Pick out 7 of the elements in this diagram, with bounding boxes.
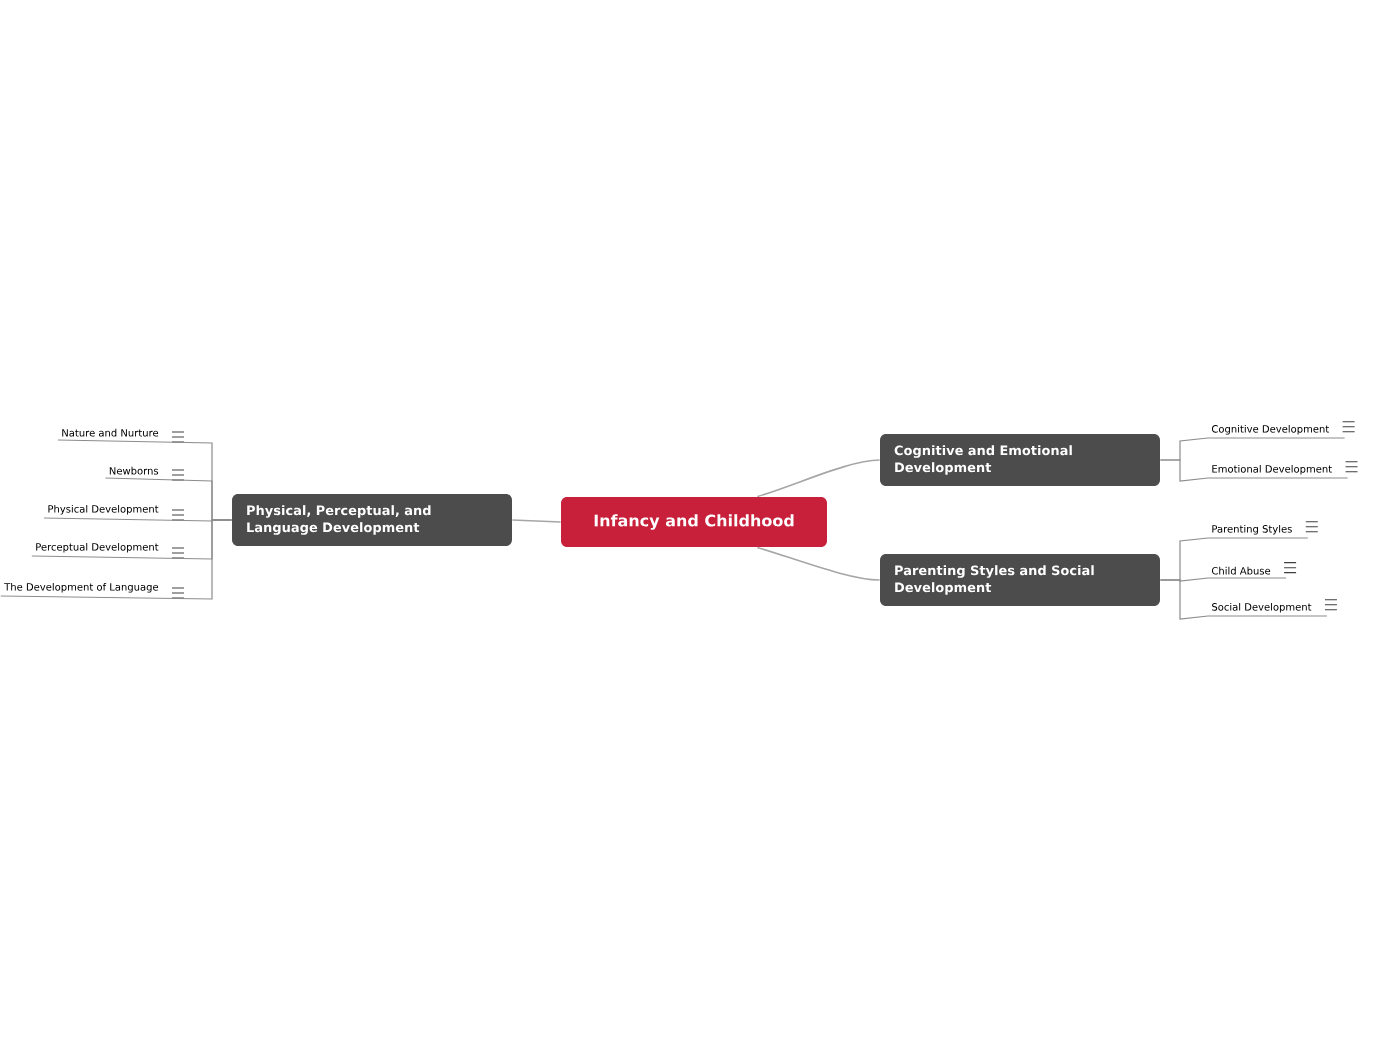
connector-line	[1159, 579, 1328, 620]
central-topic-box: Infancy and Childhood	[561, 497, 827, 547]
connector-line	[0, 519, 233, 600]
connector-line	[1159, 459, 1349, 482]
connector-line	[756, 546, 881, 581]
connector-line	[756, 459, 881, 498]
connector-line	[511, 519, 562, 523]
